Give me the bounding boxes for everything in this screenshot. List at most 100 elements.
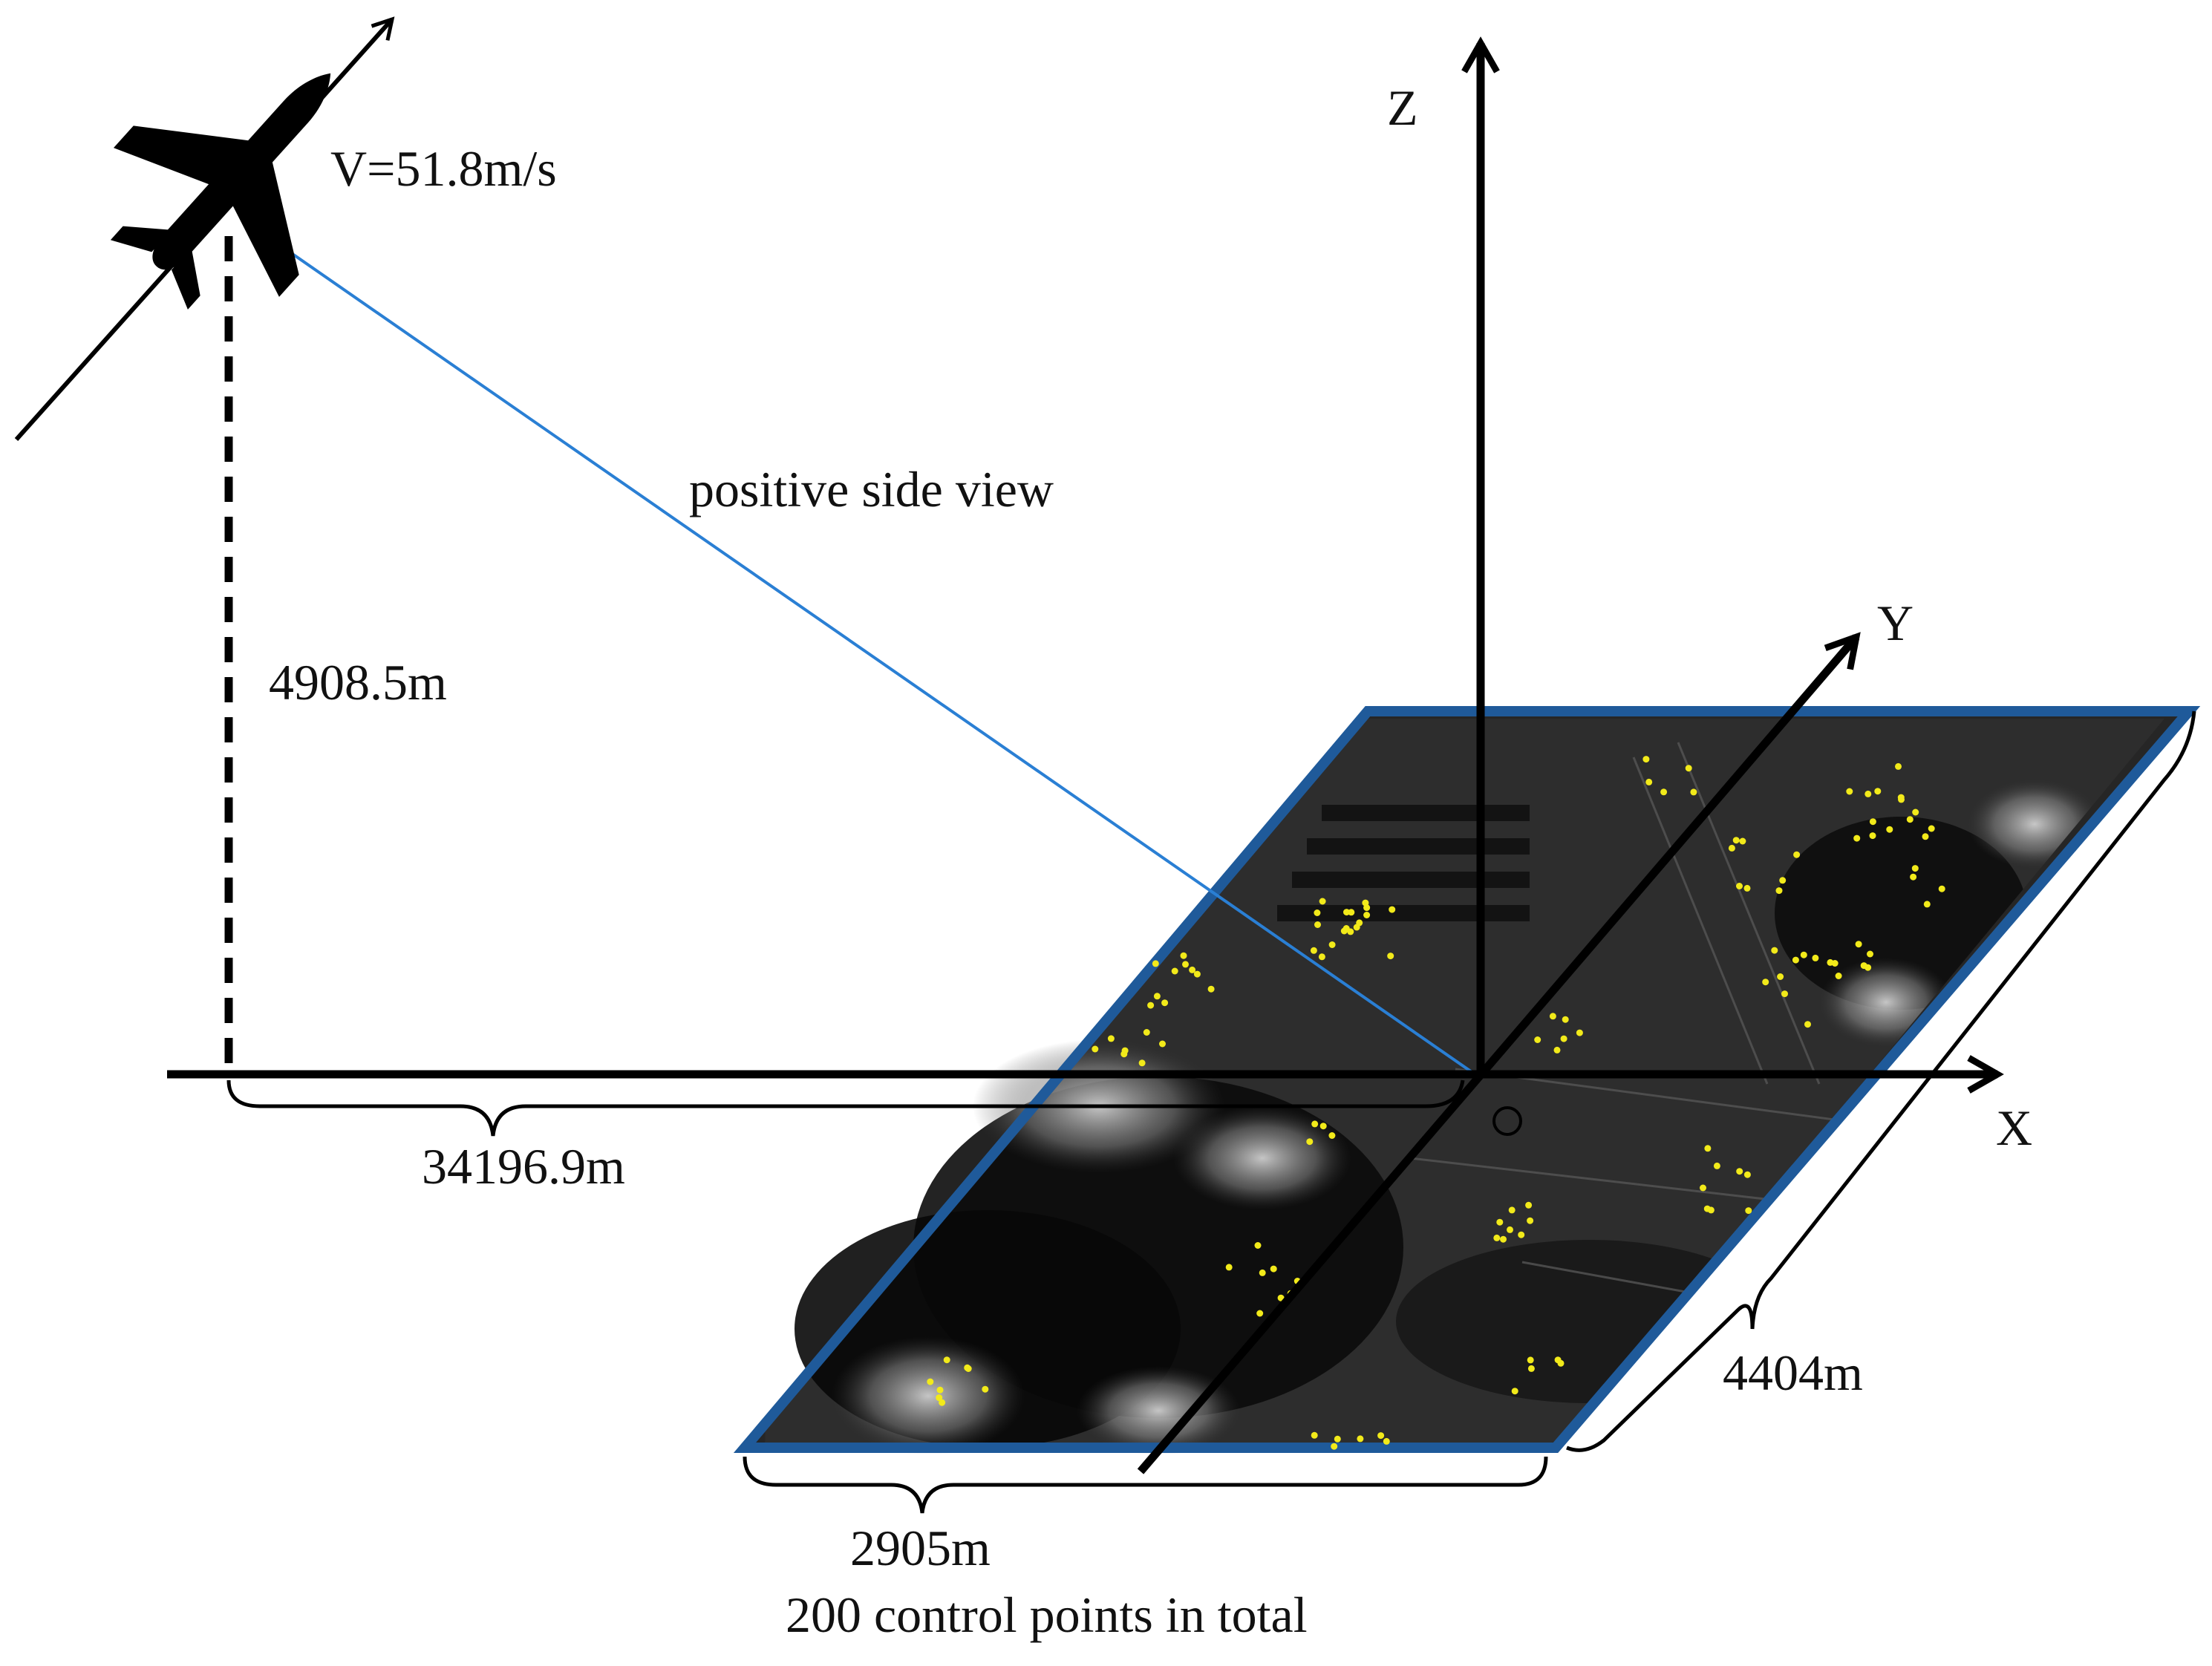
- control-point: [1493, 1234, 1501, 1241]
- control-point: [1910, 873, 1917, 881]
- control-point: [982, 1385, 989, 1393]
- scene-width-label: 2905m: [850, 1520, 991, 1576]
- control-point: [927, 1378, 934, 1385]
- control-point: [1869, 818, 1876, 826]
- control-point: [1189, 966, 1196, 973]
- control-point: [1732, 837, 1740, 844]
- brace-scene-width: [743, 1456, 1548, 1514]
- control-point: [1161, 999, 1169, 1007]
- control-point: [1306, 1138, 1314, 1146]
- control-point: [936, 1394, 943, 1402]
- control-point: [1864, 964, 1872, 971]
- control-point: [1310, 947, 1317, 954]
- control-point: [1728, 844, 1735, 852]
- control-point: [1363, 904, 1371, 912]
- control-point: [1762, 979, 1769, 986]
- control-point: [1259, 1269, 1266, 1276]
- control-point: [1886, 826, 1893, 833]
- control-point: [1660, 788, 1668, 796]
- x-axis-label: X: [1996, 1100, 2032, 1156]
- control-point: [1331, 1443, 1338, 1450]
- control-point: [1642, 756, 1650, 763]
- control-point: [1562, 1016, 1569, 1023]
- control-point: [1254, 1242, 1262, 1249]
- sar-scene: [733, 706, 2201, 1454]
- origin-marker: [1492, 1106, 1522, 1136]
- control-point: [1207, 985, 1215, 993]
- control-point: [1898, 796, 1905, 803]
- control-point: [1511, 1388, 1518, 1395]
- control-point: [1554, 1356, 1562, 1364]
- control-point: [1387, 953, 1394, 960]
- control-point: [1779, 877, 1787, 884]
- control-point: [1827, 958, 1834, 966]
- control-point: [1319, 898, 1326, 905]
- control-point: [1771, 947, 1778, 954]
- control-point: [1804, 1021, 1811, 1028]
- control-point: [939, 1399, 946, 1406]
- control-point: [1314, 921, 1321, 928]
- control-point: [1906, 816, 1914, 823]
- control-point: [1553, 1046, 1561, 1054]
- control-point: [1775, 887, 1783, 895]
- control-point: [1534, 1036, 1541, 1043]
- ground-distance-label: 34196.9m: [422, 1138, 625, 1195]
- control-point: [1923, 901, 1931, 908]
- sar-texture: [765, 719, 2164, 1454]
- velocity-label: V=51.8m/s: [330, 140, 557, 197]
- control-point: [1107, 1035, 1115, 1042]
- control-point: [1527, 1356, 1534, 1364]
- control-point: [936, 1386, 944, 1394]
- control-point: [1576, 1029, 1583, 1036]
- control-point: [1874, 788, 1882, 795]
- control-point: [1270, 1265, 1277, 1273]
- control-point: [1835, 973, 1842, 979]
- control-point: [1736, 883, 1743, 889]
- control-point: [1812, 954, 1819, 961]
- control-point: [1225, 1264, 1233, 1271]
- control-point: [1685, 765, 1692, 772]
- control-point: [1864, 790, 1872, 797]
- control-point: [965, 1365, 972, 1372]
- control-point: [1745, 1207, 1752, 1215]
- control-point: [1895, 762, 1902, 770]
- control-point: [1690, 788, 1697, 796]
- control-point: [1525, 1201, 1533, 1209]
- control-point: [943, 1356, 950, 1364]
- control-point: [1793, 851, 1801, 858]
- control-point: [1855, 941, 1862, 948]
- control-point: [1743, 884, 1751, 892]
- control-point: [1704, 1145, 1712, 1152]
- control-point: [1518, 1231, 1525, 1238]
- control-point: [1781, 990, 1788, 998]
- control-points-label: 200 control points in total: [786, 1587, 1308, 1643]
- control-point: [1319, 1123, 1327, 1130]
- control-point: [1357, 1435, 1364, 1443]
- control-point: [1928, 825, 1935, 832]
- control-point: [1092, 1045, 1099, 1053]
- view-label: positive side view: [689, 461, 1054, 517]
- control-point: [1180, 952, 1187, 959]
- control-point: [1500, 1235, 1507, 1243]
- control-point: [1507, 1226, 1513, 1233]
- control-point: [1736, 1168, 1743, 1175]
- control-point: [1318, 953, 1325, 961]
- control-point: [1377, 1432, 1385, 1440]
- control-point: [1938, 885, 1945, 892]
- line-of-sight: [270, 238, 1478, 1077]
- control-point: [1340, 927, 1348, 935]
- control-point: [1363, 912, 1371, 918]
- control-point: [1171, 967, 1178, 975]
- control-point: [1311, 1431, 1318, 1439]
- control-point: [1138, 1059, 1146, 1067]
- control-point: [1911, 865, 1919, 872]
- brace-ground-distance: [226, 1079, 1465, 1137]
- control-point: [1143, 1029, 1150, 1036]
- scene-depth-label: 4404m: [1723, 1345, 1863, 1401]
- control-point: [1121, 1047, 1129, 1054]
- y-axis-label: Y: [1877, 595, 1914, 651]
- z-axis-label: Z: [1387, 79, 1418, 136]
- control-point: [1334, 1435, 1341, 1443]
